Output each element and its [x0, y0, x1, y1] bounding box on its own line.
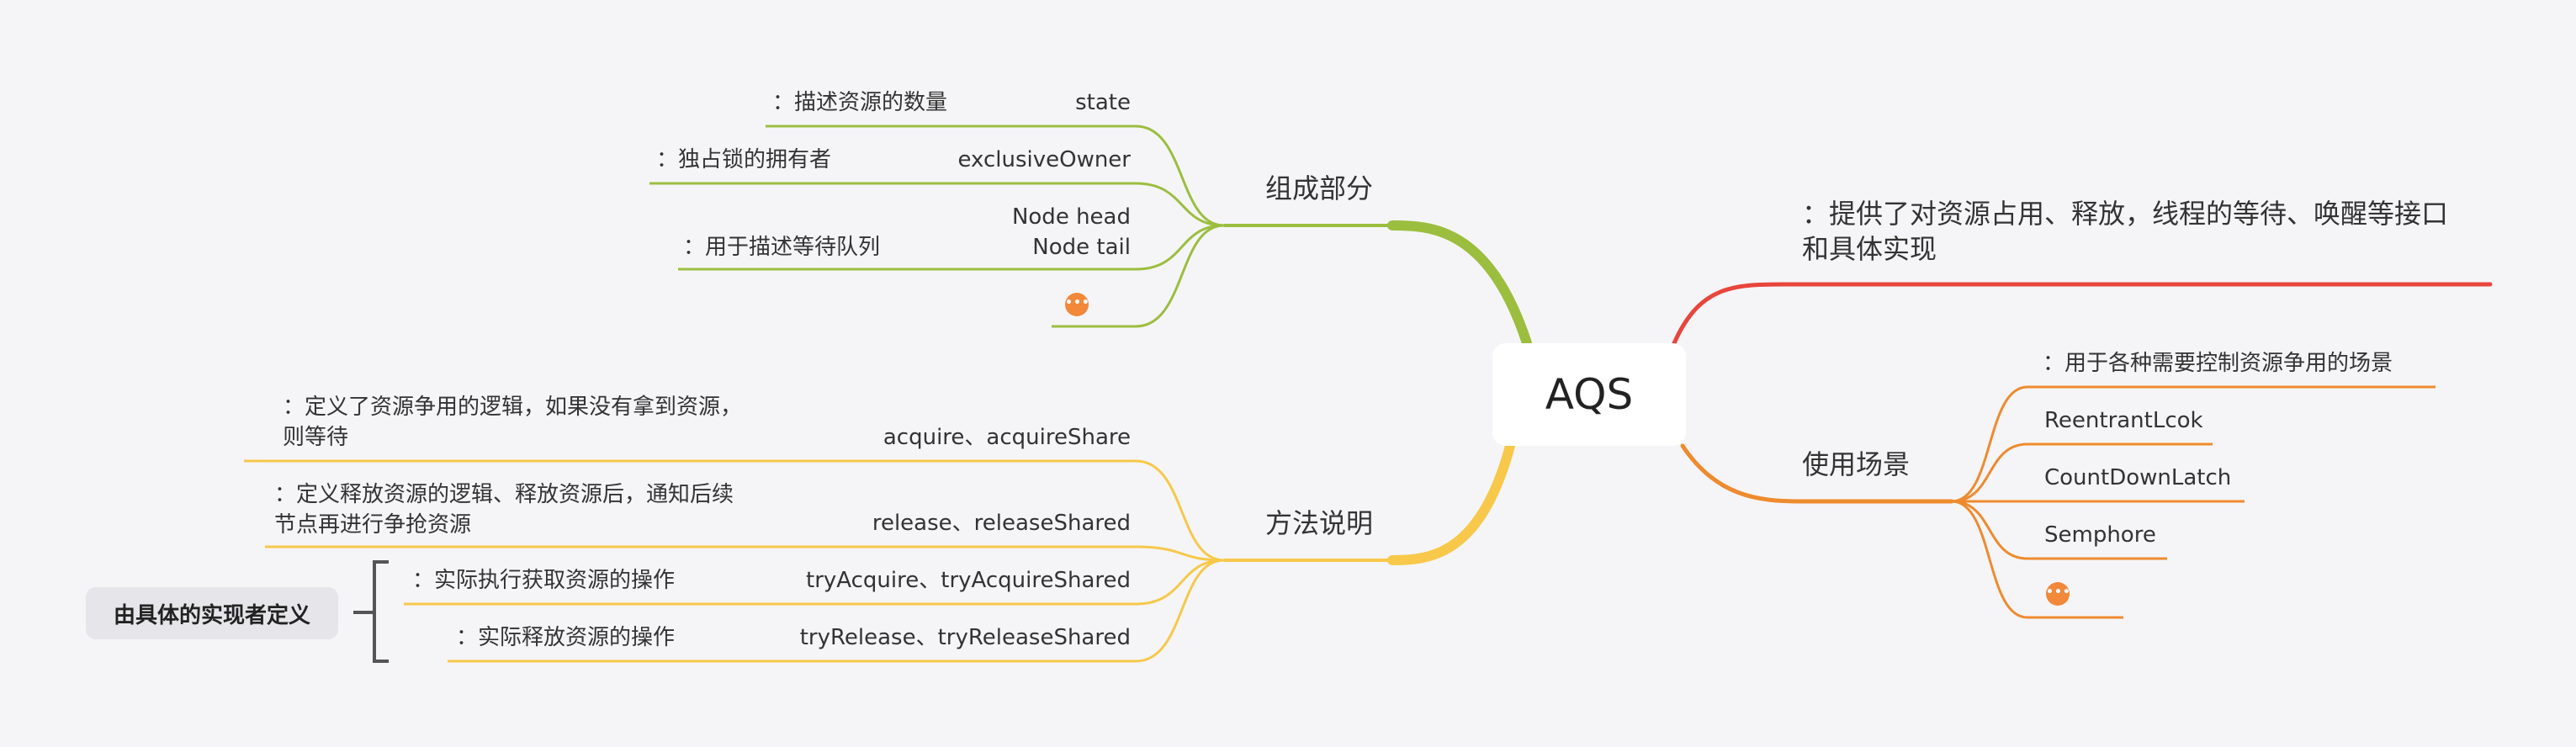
- component-node-head-label: Node head: [1011, 204, 1131, 230]
- description-line-1: ：提供了对资源占用、释放，线程的等待、唤醒等接口: [1802, 198, 2449, 230]
- usage-topic[interactable]: 使用场景: [1802, 448, 1911, 480]
- usage-item-semphore: Semphore: [2044, 522, 2156, 548]
- usage-subbranches: [1951, 385, 2436, 619]
- method-release-note-2: 节点再进行争抢资源: [274, 512, 472, 538]
- methods-subbranches: [244, 459, 1225, 663]
- branch-components: [1387, 220, 1532, 348]
- branch-methods: [1387, 441, 1515, 565]
- components-subbranches: [649, 124, 1225, 328]
- method-tryrelease-label: tryRelease、tryReleaseShared: [799, 625, 1131, 650]
- component-node-tail-label: Node tail: [1032, 235, 1131, 260]
- branch-description: [1672, 282, 2493, 346]
- method-acquire-note-1: ：定义了资源争用的逻辑，如果没有拿到资源，: [283, 395, 743, 420]
- method-acquire-note-2: 则等待: [283, 425, 349, 450]
- method-acquire-label: acquire、acquireShare: [883, 425, 1131, 450]
- component-exclusiveowner-note: ：独占锁的拥有者: [656, 147, 832, 172]
- component-state-note: ：描述资源的数量: [772, 90, 948, 115]
- description-line-2: 和具体实现: [1802, 233, 1937, 265]
- methods-summary[interactable]: 由具体的实现者定义: [86, 587, 338, 639]
- components-more-icon[interactable]: •••: [1065, 293, 1089, 316]
- method-tryacquire-label: tryAcquire、tryAcquireShared: [806, 568, 1131, 593]
- component-state-label: state: [1075, 90, 1131, 115]
- components-topic[interactable]: 组成部分: [1265, 172, 1374, 204]
- method-release-note-1: ：定义释放资源的逻辑、释放资源后，通知后续: [274, 482, 734, 507]
- usage-item-reentrantlock: ReentrantLcok: [2044, 408, 2203, 433]
- usage-more-icon[interactable]: •••: [2046, 582, 2070, 606]
- methods-topic[interactable]: 方法说明: [1265, 507, 1374, 539]
- method-tryrelease-note: ：实际释放资源的操作: [456, 625, 676, 650]
- component-exclusiveowner-label: exclusiveOwner: [957, 147, 1131, 172]
- method-tryacquire-note: ：实际执行获取资源的操作: [412, 568, 676, 593]
- root-node[interactable]: AQS: [1492, 343, 1686, 446]
- usage-note: ：用于各种需要控制资源争用的场景: [2043, 351, 2393, 376]
- usage-item-countdownlatch: CountDownLatch: [2044, 465, 2232, 490]
- component-node-note: ：用于描述等待队列: [683, 235, 881, 260]
- branch-usage: [1680, 443, 1954, 504]
- summary-bracket: [353, 560, 389, 663]
- method-release-label: release、releaseShared: [872, 511, 1131, 536]
